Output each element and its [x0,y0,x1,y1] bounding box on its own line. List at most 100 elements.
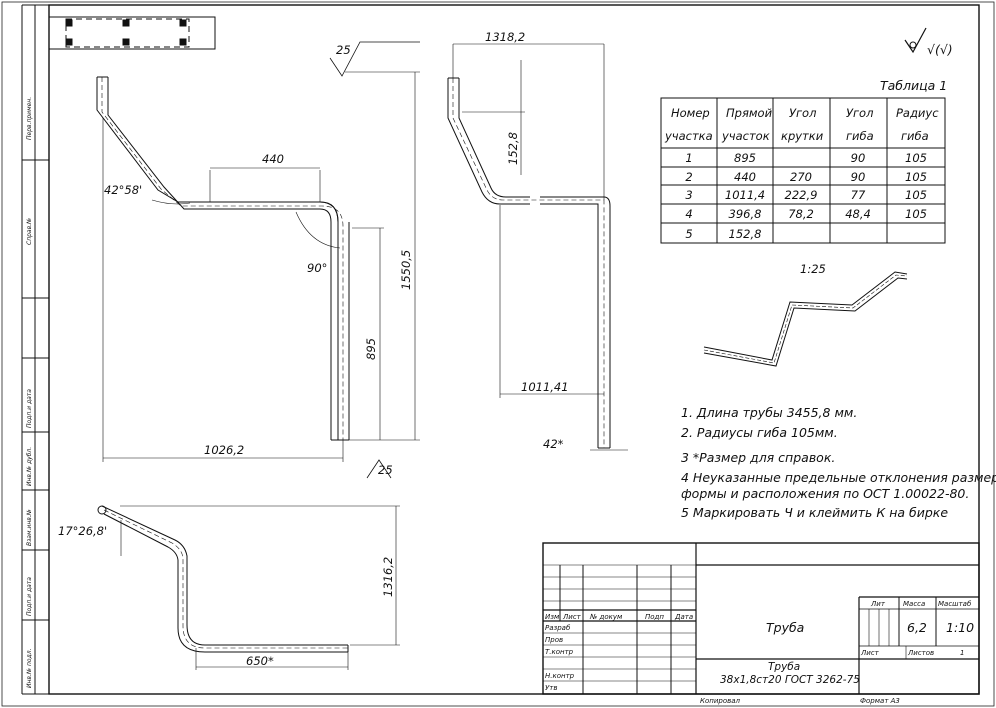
note-line: 3 *Размер для справок. [681,450,835,465]
pipe-view-side [447,43,628,451]
roughness-mark-text: √(√) [927,42,953,57]
role-label: Н.контр [545,672,575,680]
table-cell: 396,8 [729,207,762,221]
material-line-2: 38х1,8ст20 ГОСТ 3262-75 [720,674,860,686]
header-cell: Номер [671,106,710,120]
roughness-25-bottom: 25 [378,463,393,477]
dim-1318-top: 1318,2 [485,30,525,44]
table-cell: 3 [685,188,692,202]
col-label: № докум [589,613,623,621]
pipe-isometric [703,271,908,367]
note-line: 1. Длина трубы 3455,8 мм. [681,405,857,420]
pipe-view-front [96,41,420,479]
note-line: 4 Неуказанные предельные отклонения разм… [681,470,996,485]
technical-notes: 1. Длина трубы 3455,8 мм. 2. Радиусы гиб… [681,405,996,520]
side-label-7: Инв.№ подл. [26,648,33,688]
dim-1316-2: 1316,2 [381,557,395,597]
iso-scale-label: 1:25 [800,262,826,276]
inner-frame [48,4,980,695]
table-cell: 78,2 [788,207,814,221]
table-cell: 105 [905,170,927,184]
table-cell: 1011,4 [725,188,765,202]
angle-90: 90° [307,261,327,275]
dim-vert-895: 895 [364,338,378,360]
angle-17-26: 17°26,8' [58,524,107,538]
side-label-6: Подп.и дата [26,577,33,616]
table-row: 5 152,8 [685,227,761,241]
table-cell: 48,4 [845,207,871,221]
table-cell: 5 [685,227,692,241]
header-cell: Радиус [896,106,939,120]
note-line: 5 Маркировать Ч и клеймить К на бирке [681,505,948,520]
table-row: 3 1011,4 222,9 77 105 [685,188,927,202]
mass-value: 6,2 [907,620,927,635]
mass-label: Масса [903,600,925,608]
table-cell: 90 [851,151,866,165]
designation-stamp [48,16,216,50]
side-label-group: Перв.примен. Справ.№ Подп.и дата Инв.№ д… [26,97,33,688]
table-row: 2 440 270 90 105 [685,170,927,184]
header-cell: Угол [789,106,817,120]
table-caption: Таблица 1 [880,78,947,93]
lit-label: Лит [870,600,886,608]
role-label: Разраб [545,624,571,632]
table-row: 4 396,8 78,2 48,4 105 [685,207,927,221]
col-label: Изм [545,613,560,621]
table-cell: 222,9 [785,188,818,202]
table-cell: 105 [905,188,927,202]
col-label: Подп [645,613,664,621]
table-cell: 152,8 [729,227,762,241]
dim-seg-440: 440 [262,152,284,166]
view-bottom-dimensions: 17°26,8' 650* 1316,2 [58,524,395,668]
format-label: Формат А3 [860,697,900,705]
bend-table: Таблица 1 Номер участка Прямой участок У… [660,78,947,244]
sheets-label: Листов [907,649,934,657]
material-line-1: Труба [768,661,800,673]
scale-value: 1:10 [946,620,974,635]
table-cell: 270 [790,170,812,184]
side-label-2: Справ.№ [26,218,33,245]
col-label: Лист [562,613,582,621]
col-label: Дата [674,613,693,621]
table-cell: 105 [905,151,927,165]
header-cell: Угол [846,106,874,120]
header-cell: участок [721,129,770,143]
left-strip [21,4,49,695]
note-line: 2. Радиусы гиба 105мм. [681,425,838,440]
role-label: Пров [545,636,563,644]
dim-width-1026: 1026,2 [204,443,244,457]
table-cell: 440 [734,170,756,184]
header-cell: гиба [901,129,929,143]
table-cell: 1 [685,151,692,165]
table-cell: 105 [905,207,927,221]
role-label: Утв [545,684,557,692]
header-cell: крутки [781,129,824,143]
role-label: Т.контр [545,648,574,656]
dim-152-8: 152,8 [506,132,520,165]
note-line: формы и расположения по ОСТ 1.00022-80. [681,486,969,501]
sheet-label: Лист [860,649,880,657]
table-cell: 77 [851,188,866,202]
table-header-row: Номер участка Прямой участок Угол крутки… [664,106,939,143]
table-cell: 90 [851,170,866,184]
side-label-4: Инв.№ дубл. [26,447,33,486]
header-cell: Прямой [726,106,773,120]
angle-42-58: 42°58' [104,183,142,197]
title-block [542,542,980,695]
side-label-5: Взам.инв.№ [26,509,33,546]
roughness-mark: √(√) [904,27,953,57]
header-cell: гиба [846,129,874,143]
copied-label: Копировал [700,697,741,705]
sheets-value: 1 [960,649,964,657]
table-cell: 2 [685,170,692,184]
table-row: 1 895 90 105 [685,151,927,165]
view-side-dimensions: 1318,2 152,8 1011,41 42* [485,30,569,451]
scale-label: Масштаб [938,600,972,608]
side-label-3: Подп.и дата [26,389,33,428]
side-label-1: Перв.примен. [26,97,33,140]
view-front-dimensions: 1026,2 1550,5 440 895 42°58' 90° 25 25 [104,43,413,477]
header-cell: участка [664,129,713,143]
table-cell: 4 [685,207,692,221]
